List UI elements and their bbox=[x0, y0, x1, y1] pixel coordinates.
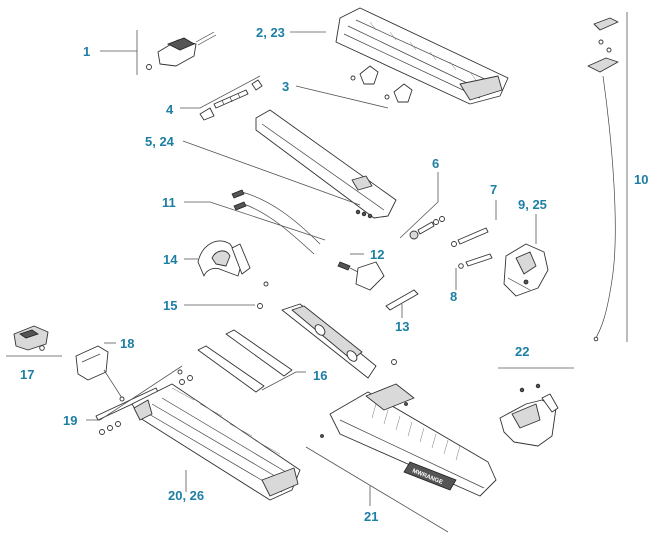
part-18-bracket bbox=[75, 345, 125, 402]
part-15-gas-strut bbox=[257, 281, 397, 379]
part-13-bar bbox=[385, 289, 419, 311]
label-15: 15 bbox=[163, 298, 177, 313]
leader-5-24 bbox=[182, 140, 361, 206]
part-6-adjuster bbox=[409, 216, 445, 240]
part-7-rod bbox=[451, 227, 489, 247]
part-10-cable-grips bbox=[587, 17, 619, 342]
part-11-cables bbox=[231, 189, 321, 255]
part-5-24-slide-rail bbox=[255, 109, 397, 219]
label-14: 14 bbox=[163, 252, 178, 267]
label-13: 13 bbox=[395, 319, 409, 334]
label-7: 7 bbox=[490, 182, 497, 197]
label-22: 22 bbox=[515, 344, 529, 359]
label-4: 4 bbox=[166, 102, 174, 117]
label-5-24: 5, 24 bbox=[145, 134, 175, 149]
label-9-25: 9, 25 bbox=[518, 197, 547, 212]
part-22-end-cap bbox=[499, 383, 559, 447]
label-18: 18 bbox=[120, 336, 134, 351]
part-16-flat-bars bbox=[197, 329, 293, 393]
label-16: 16 bbox=[313, 368, 327, 383]
label-12: 12 bbox=[370, 247, 384, 262]
part-17-end-clamp bbox=[13, 325, 49, 351]
part-21-guard: MWRANGE bbox=[320, 383, 497, 497]
leader-21 bbox=[305, 446, 449, 533]
label-2-23: 2, 23 bbox=[256, 25, 285, 40]
leader-3 bbox=[295, 85, 389, 109]
label-8: 8 bbox=[450, 289, 457, 304]
label-11: 11 bbox=[162, 195, 176, 210]
label-3: 3 bbox=[282, 79, 289, 94]
label-10: 10 bbox=[634, 172, 648, 187]
part-12-latch bbox=[337, 261, 385, 291]
part-14-handle-grip bbox=[197, 240, 251, 277]
part-2-23-top-rail bbox=[335, 7, 509, 105]
label-6: 6 bbox=[432, 156, 439, 171]
leader-19 bbox=[86, 365, 183, 421]
label-21: 21 bbox=[364, 509, 378, 524]
label-20-26: 20, 26 bbox=[168, 488, 204, 503]
label-1: 1 bbox=[83, 44, 90, 59]
label-19: 19 bbox=[63, 413, 77, 428]
leader-4 bbox=[180, 75, 261, 109]
label-17: 17 bbox=[20, 367, 34, 382]
part-8-pin bbox=[458, 253, 493, 269]
part-20-26-lower-frame bbox=[131, 383, 301, 501]
leader-16 bbox=[261, 371, 297, 391]
part-9-25-head-block bbox=[503, 243, 549, 297]
part-3-rail-clips bbox=[350, 65, 413, 103]
part-4-pin-set bbox=[199, 79, 263, 121]
part-1-clamp-handle bbox=[146, 31, 217, 70]
